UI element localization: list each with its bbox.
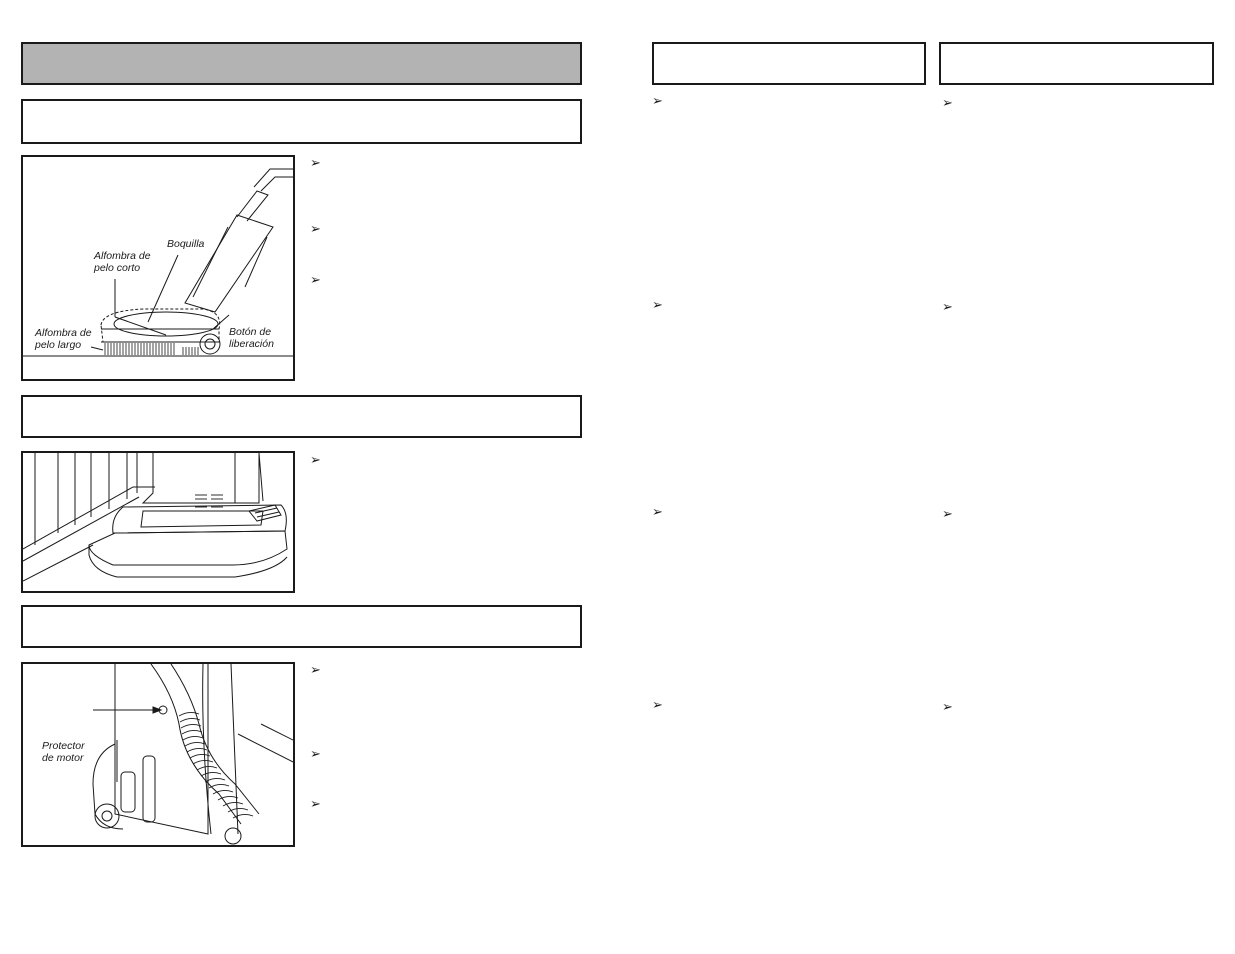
section-title-box-1 (21, 99, 582, 144)
section-title-box-2 (21, 395, 582, 438)
label-motor-protector: Protector de motor (42, 740, 85, 764)
bullet-arrow-icon: ➢ (310, 221, 321, 236)
bullet-arrow-icon: ➢ (310, 746, 321, 761)
column-title-box-2 (939, 42, 1214, 85)
section-title-box-3 (21, 605, 582, 648)
edge-cleaning-figure (21, 451, 295, 593)
motor-protector-figure: Protector de motor (21, 662, 295, 847)
bullet-arrow-icon: ➢ (310, 155, 321, 170)
nozzle-height-illustration (23, 168, 293, 357)
header-bar (21, 42, 582, 85)
motor-protector-illustration (92, 664, 293, 845)
label-nozzle: Boquilla (167, 238, 205, 250)
edge-cleaning-illustration (23, 453, 288, 582)
column-title-box-1 (652, 42, 926, 85)
bullet-arrow-icon: ➢ (310, 272, 321, 287)
label-short-carpet: Alfombra de pelo corto (94, 250, 151, 274)
bullet-arrow-icon: ➢ (310, 452, 321, 467)
bullet-arrow-icon: ➢ (652, 93, 663, 108)
label-release-button: Botón de liberación (229, 326, 274, 350)
bullet-arrow-icon: ➢ (942, 95, 953, 110)
bullet-arrow-icon: ➢ (942, 299, 953, 314)
bullet-arrow-icon: ➢ (652, 697, 663, 712)
bullet-arrow-icon: ➢ (652, 297, 663, 312)
bullet-arrow-icon: ➢ (310, 662, 321, 677)
label-long-carpet: Alfombra de pelo largo (35, 327, 92, 351)
bullet-arrow-icon: ➢ (942, 506, 953, 521)
bullet-arrow-icon: ➢ (942, 699, 953, 714)
bullet-arrow-icon: ➢ (310, 796, 321, 811)
bullet-arrow-icon: ➢ (652, 504, 663, 519)
nozzle-height-figure: Boquilla Alfombra de pelo corto Alfombra… (21, 155, 295, 381)
